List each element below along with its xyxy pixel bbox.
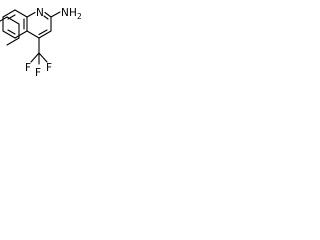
atom-nh2-n: N [61,7,69,19]
bond-benzo-inner-bottom [7,29,16,35]
bond-n1-c2-inner [43,15,49,20]
bond-c4a-c5 [6,37,20,46]
bond-c3-c4-inner [38,29,48,36]
bond-benzo-bottom-right [14,30,28,39]
atom-f-bottom: F [35,67,41,79]
atom-nh2-subscript: 2 [77,12,82,21]
bond-benzo-top [2,9,16,18]
bond-c2-nh2 [50,11,61,18]
bond-cf3-f-right [38,52,48,63]
atom-nh2-h: H [69,7,77,19]
bond-c3-c4 [38,30,52,39]
atom-f-left: F [25,62,31,74]
bond-n1-c2 [44,11,52,18]
atom-f-right: F [46,62,52,74]
bond-c8-c7 [0,16,8,22]
bond-cf3-f-left [30,52,40,63]
bond-benzo-inner-top [7,14,16,20]
bond-benzo-top-right [14,9,28,18]
bond-c8a-n1 [26,11,36,18]
quinoline-structure: N N H 2 F F F [0,7,82,79]
atom-n-ring: N [36,7,44,19]
bond-c4-c4a [26,30,40,39]
bond-benzo-bottom-left [2,30,16,39]
